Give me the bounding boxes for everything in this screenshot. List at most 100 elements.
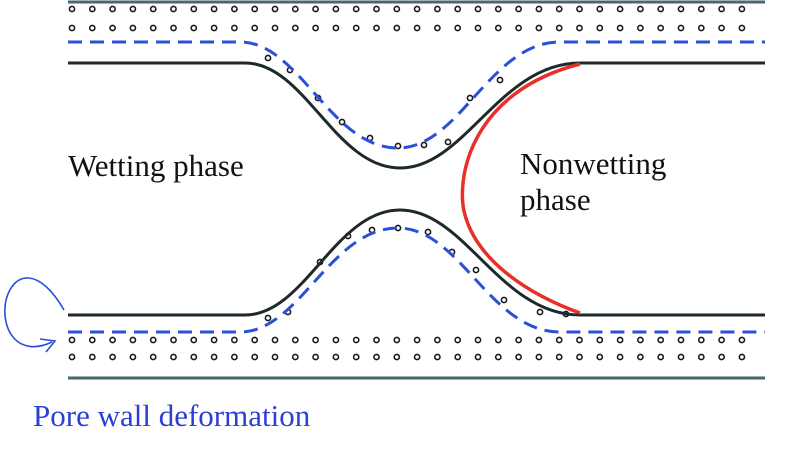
- grain-particle: [251, 24, 259, 32]
- grain-particle: [332, 353, 340, 361]
- grain-particle: [738, 336, 746, 344]
- grain-particle: [291, 353, 299, 361]
- grain-particle: [129, 5, 137, 13]
- grain-particle: [68, 24, 76, 32]
- grain-particle: [251, 353, 259, 361]
- grain-particle: [444, 138, 452, 146]
- grain-particle: [230, 353, 238, 361]
- grain-particle: [352, 353, 360, 361]
- grain-particle: [657, 353, 665, 361]
- grain-particle: [149, 24, 157, 32]
- grain-particle: [88, 5, 96, 13]
- grain-particle: [424, 228, 432, 236]
- grain-particle: [433, 24, 441, 32]
- grain-particle: [576, 353, 583, 361]
- grain-particle: [616, 5, 624, 13]
- grain-particle: [393, 5, 401, 13]
- grain-particle: [616, 24, 624, 32]
- grain-particle: [88, 336, 96, 344]
- grain-particle: [555, 24, 563, 32]
- grain-particle: [190, 336, 198, 344]
- grain-particle: [718, 24, 725, 32]
- wetting-phase-label: Wetting phase: [68, 148, 244, 183]
- grain-particle: [264, 54, 272, 62]
- grain-particle: [454, 24, 462, 32]
- grain-particle: [352, 336, 360, 344]
- grain-particle: [271, 5, 279, 13]
- grain-particle: [332, 5, 340, 13]
- grain-particle: [393, 336, 401, 344]
- grain-particle: [68, 336, 76, 344]
- grain-particle: [170, 5, 177, 13]
- grain-particle: [576, 24, 583, 32]
- grain-particle: [474, 5, 482, 13]
- grain-particle: [373, 5, 380, 13]
- fluid-interface-meniscus: [460, 62, 581, 315]
- grain-particle: [555, 5, 563, 13]
- grain-particle: [413, 336, 421, 344]
- grain-particle: [312, 336, 319, 344]
- grain-particle: [637, 336, 644, 344]
- grain-particle: [677, 353, 685, 361]
- grain-particle: [515, 353, 522, 361]
- grain-particle: [149, 353, 157, 361]
- grain-particle: [230, 5, 238, 13]
- grain-particle: [454, 336, 462, 344]
- grain-particle: [210, 5, 218, 13]
- grain-particle: [210, 353, 218, 361]
- grain-particle: [596, 5, 604, 13]
- grain-particle: [637, 353, 644, 361]
- grain-particle: [515, 5, 522, 13]
- grain-particle: [637, 24, 644, 32]
- grain-particle: [312, 5, 319, 13]
- grain-particle: [230, 24, 238, 32]
- grain-particle: [637, 5, 644, 13]
- grain-particle: [697, 5, 705, 13]
- grain-particle: [129, 336, 137, 344]
- grain-particle: [697, 336, 705, 344]
- grain-particle: [230, 336, 238, 344]
- deformed-upper-wall: [68, 40, 765, 150]
- grain-particle: [373, 24, 380, 32]
- grain-particle: [271, 336, 279, 344]
- grain-particle: [536, 308, 544, 316]
- grain-particle: [616, 336, 624, 344]
- grain-particle: [677, 5, 685, 13]
- grain-particle: [697, 24, 705, 32]
- grain-particle: [535, 353, 543, 361]
- grain-particle: [657, 336, 665, 344]
- grain-particle: [413, 353, 421, 361]
- grain-particle: [657, 5, 665, 13]
- grain-particle: [466, 94, 474, 102]
- grain-particle: [271, 353, 279, 361]
- grain-particle: [555, 336, 563, 344]
- grain-particle: [596, 336, 604, 344]
- grain-particle: [433, 5, 441, 13]
- arrowhead-icon: [39, 338, 57, 353]
- grain-particle: [190, 5, 198, 13]
- grain-particle: [413, 5, 421, 13]
- grain-particle: [738, 353, 746, 361]
- grain-particle: [738, 5, 746, 13]
- grain-particle: [718, 336, 725, 344]
- grain-particle: [109, 353, 116, 361]
- grain-particle: [496, 76, 504, 84]
- grain-particle: [190, 353, 198, 361]
- grain-particle: [596, 353, 604, 361]
- grain-particle: [576, 5, 583, 13]
- grain-particle: [190, 24, 198, 32]
- grain-particle: [291, 5, 299, 13]
- grain-particle: [474, 24, 482, 32]
- grain-particle: [413, 24, 421, 32]
- grain-particle: [68, 5, 76, 13]
- grain-particle: [474, 353, 482, 361]
- grain-particle: [494, 24, 502, 32]
- grain-particle: [68, 353, 76, 361]
- grain-particle: [291, 24, 299, 32]
- grain-particle: [657, 24, 665, 32]
- upper-pore-wall: [68, 61, 765, 170]
- grain-particle: [210, 24, 218, 32]
- nonwetting-phase-label: Nonwetting phase: [520, 146, 720, 218]
- grain-particle: [515, 24, 522, 32]
